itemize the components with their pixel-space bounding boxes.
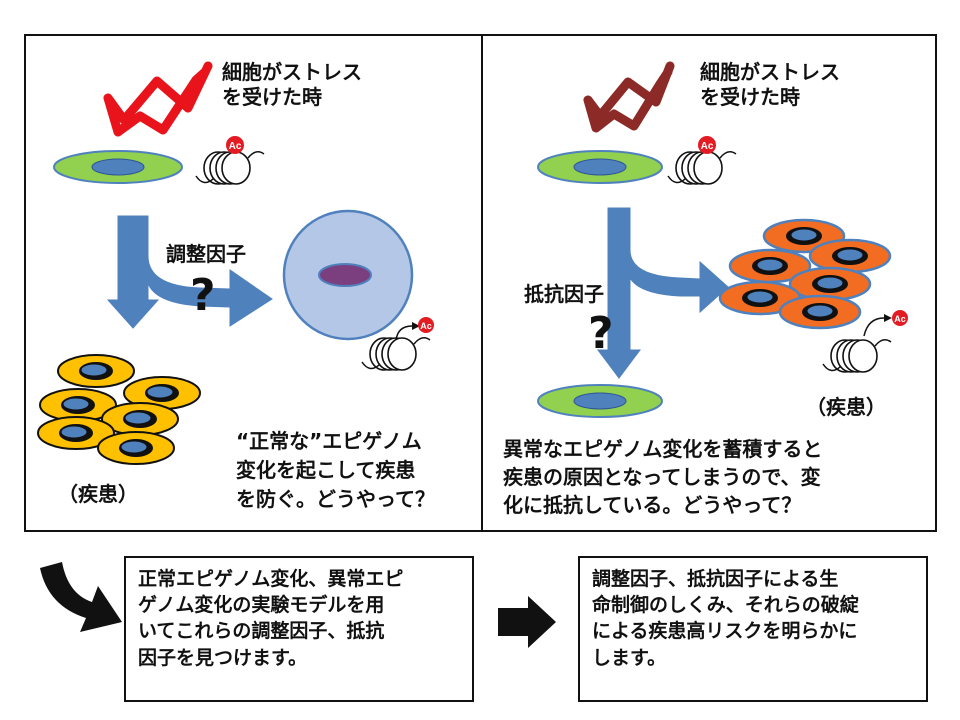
curved-arrow-icon [40, 562, 122, 632]
yellow-cell-cluster-icon [37, 354, 201, 465]
right-stress-label: 細胞がストレス を受けた時 [700, 60, 840, 109]
right-arrow-icon [498, 596, 556, 648]
ac-text: Ac [894, 314, 906, 324]
nucleosome-icon [195, 150, 265, 185]
left-question-mark: ? [190, 270, 216, 321]
left-stress-label: 細胞がストレス を受けた時 [222, 60, 362, 109]
green-cell-icon [53, 150, 183, 184]
ac-text: Ac [420, 321, 432, 331]
green-cell-icon [537, 384, 663, 418]
large-cell-icon [282, 209, 414, 341]
ac-text: Ac [701, 141, 714, 152]
nucleosome-icon [667, 150, 737, 185]
nucleosome-icon [822, 338, 892, 373]
stress-lightning-icon [103, 61, 213, 137]
right-question-mark: ? [588, 308, 614, 359]
orange-cell-cluster-icon [718, 218, 892, 330]
goal-box: 調整因子、抵抗因子による生 命制御のしくみ、それらの破綻 による疾患高リスクを明… [578, 556, 928, 702]
right-factor-label: 抵抗因子 [524, 282, 604, 306]
nucleosome-icon [361, 336, 431, 371]
release-arrow-icon [395, 325, 413, 341]
split-arrow-icon [597, 207, 729, 379]
experiment-box: 正常エピゲノム変化、異常エピ ゲノム変化の実験モデルを用 いてこれらの調整因子、… [124, 556, 474, 702]
right-disease-label: （疾患） [806, 395, 886, 419]
right-description: 異常なエピゲノム変化を蓄積すると 疾患の原因となってしまうので、変 化に抵抗して… [503, 437, 823, 517]
split-arrow-icon [106, 215, 273, 329]
stress-lightning-icon [583, 61, 675, 133]
acetyl-mark-icon: Ac [418, 317, 434, 333]
left-disease-label: （疾患） [58, 482, 138, 506]
left-description: “正常な”エピゲノム 変化を起こして疾患 を防ぐ。どうやって？ [236, 429, 435, 511]
green-cell-icon [537, 150, 663, 184]
left-factor-label: 調整因子 [166, 242, 246, 266]
acetyl-mark-icon: Ac [698, 136, 716, 154]
release-arrow-icon [863, 317, 885, 337]
acetyl-mark-icon: Ac [226, 136, 244, 154]
ac-text: Ac [229, 141, 242, 152]
acetyl-mark-icon: Ac [892, 310, 908, 326]
